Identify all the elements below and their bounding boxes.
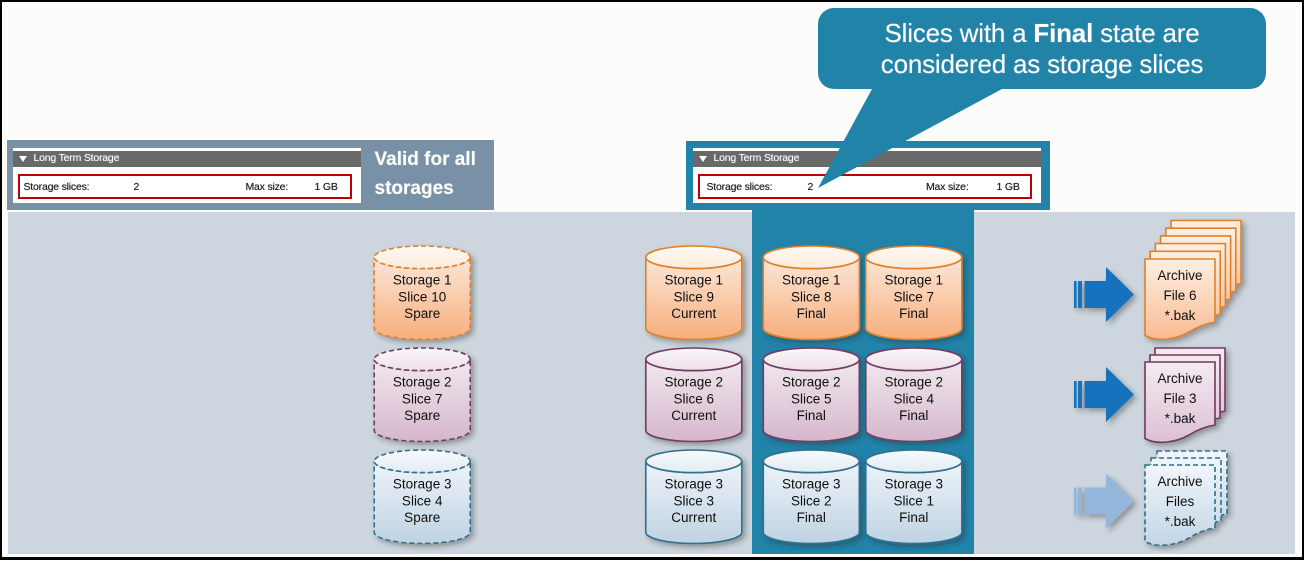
svg-text:Spare: Spare bbox=[404, 408, 440, 423]
svg-text:Slice 7: Slice 7 bbox=[402, 391, 443, 406]
svg-text:Archive: Archive bbox=[1157, 474, 1202, 489]
svg-text:Slice 10: Slice 10 bbox=[398, 289, 446, 304]
svg-text:*.bak: *.bak bbox=[1165, 514, 1196, 529]
svg-text:Storage 2: Storage 2 bbox=[782, 375, 841, 390]
svg-text:Slice 8: Slice 8 bbox=[791, 289, 832, 304]
svg-text:Final: Final bbox=[797, 510, 826, 525]
svg-text:Slice 4: Slice 4 bbox=[402, 493, 443, 508]
svg-text:Files: Files bbox=[1166, 494, 1195, 509]
svg-text:Slice 1: Slice 1 bbox=[894, 493, 935, 508]
svg-text:Final: Final bbox=[797, 408, 826, 423]
svg-text:Final: Final bbox=[899, 510, 928, 525]
svg-text:File 6: File 6 bbox=[1163, 288, 1196, 303]
svg-text:Current: Current bbox=[671, 306, 716, 321]
svg-text:Storage 3: Storage 3 bbox=[665, 477, 724, 492]
svg-text:Storage 3: Storage 3 bbox=[885, 477, 944, 492]
svg-text:Storage 1: Storage 1 bbox=[782, 273, 841, 288]
svg-text:Slice 6: Slice 6 bbox=[674, 391, 715, 406]
svg-text:Slice 7: Slice 7 bbox=[894, 289, 935, 304]
svg-text:Current: Current bbox=[671, 510, 716, 525]
svg-text:Final: Final bbox=[899, 306, 928, 321]
svg-text:Final: Final bbox=[797, 306, 826, 321]
svg-text:Archive: Archive bbox=[1157, 371, 1202, 386]
svg-text:*.bak: *.bak bbox=[1165, 308, 1196, 323]
svg-text:Archive: Archive bbox=[1157, 268, 1202, 283]
svg-text:Spare: Spare bbox=[404, 510, 440, 525]
svg-text:Slice 3: Slice 3 bbox=[674, 493, 715, 508]
svg-text:Storage 1: Storage 1 bbox=[393, 273, 452, 288]
svg-text:Slice 5: Slice 5 bbox=[791, 391, 832, 406]
svg-text:Slice 4: Slice 4 bbox=[894, 391, 935, 406]
svg-text:Current: Current bbox=[671, 408, 716, 423]
svg-text:Final: Final bbox=[899, 408, 928, 423]
svg-text:Storage 3: Storage 3 bbox=[782, 477, 841, 492]
svg-text:Slice 9: Slice 9 bbox=[674, 289, 715, 304]
svg-text:File 3: File 3 bbox=[1163, 391, 1196, 406]
svg-text:Storage 2: Storage 2 bbox=[393, 375, 452, 390]
svg-text:Storage 1: Storage 1 bbox=[665, 273, 724, 288]
svg-text:Storage 2: Storage 2 bbox=[665, 375, 724, 390]
svg-text:Storage 2: Storage 2 bbox=[885, 375, 944, 390]
svg-text:Slice 2: Slice 2 bbox=[791, 493, 832, 508]
svg-text:Storage 3: Storage 3 bbox=[393, 477, 452, 492]
svg-text:Storage 1: Storage 1 bbox=[885, 273, 944, 288]
svg-text:Spare: Spare bbox=[404, 306, 440, 321]
svg-text:*.bak: *.bak bbox=[1165, 411, 1196, 426]
